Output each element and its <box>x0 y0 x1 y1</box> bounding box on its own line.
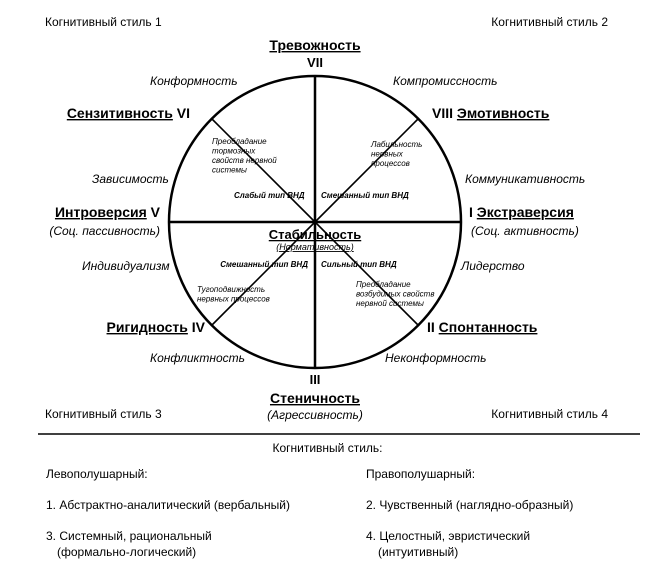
legend-item-4-line1: 4. Целостный, эвристический <box>366 529 531 543</box>
trait-conflict: Конфликтность <box>150 351 245 365</box>
legend-right-heading: Правополушарный: <box>366 467 476 481</box>
axis-top-number: VII <box>307 55 323 70</box>
personality-circle-diagram: Когнитивный стиль 1 Когнитивный стиль 2 … <box>38 15 640 435</box>
trait-conformity: Конформность <box>150 74 238 88</box>
center-subtitle: (Нормативность) <box>276 242 353 252</box>
cognitive-style-4-label: Когнитивный стиль 4 <box>491 407 608 421</box>
axis-left-subtitle: (Соц. пассивность) <box>49 224 160 238</box>
axis-lower-right-name: II Спонтанность <box>427 319 538 335</box>
axis-upper-right-name: VIII Эмотивность <box>432 105 550 121</box>
axis-right-name: I Экстраверсия <box>469 204 574 220</box>
legend-item-3-line2: (формально-логический) <box>57 545 197 559</box>
legend-title: Когнитивный стиль: <box>272 441 383 455</box>
diagonal-lower-right <box>314 221 419 326</box>
axis-bottom-name: Стеничность <box>270 390 360 406</box>
trait-dependence: Зависимость <box>92 172 169 186</box>
axis-bottom-subtitle: (Агрессивность) <box>267 408 363 422</box>
inner-type-upper-right: Смешанный тип ВНД <box>321 191 409 200</box>
inner-desc-lower-left: Тугоподвижность нервных процессов <box>197 285 270 304</box>
cognitive-style-3-label: Когнитивный стиль 3 <box>45 407 162 421</box>
axis-top-name: Тревожность <box>269 37 361 53</box>
inner-desc-upper-left: Преобладание тормозных свойств нервной с… <box>212 137 279 175</box>
inner-desc-lower-right: Преобладание возбудимых свойств нервной … <box>356 280 437 308</box>
axis-left-name: Интроверсия V <box>55 204 161 220</box>
inner-type-lower-left: Смешанный тип ВНД <box>220 260 308 269</box>
axis-right-subtitle: (Соц. активность) <box>471 224 579 238</box>
legend-left-heading: Левополушарный: <box>46 467 148 481</box>
trait-nonconformity: Неконформность <box>385 351 486 365</box>
center-name: Стабильность <box>269 227 361 242</box>
trait-leadership: Лидерство <box>460 259 525 273</box>
cognitive-style-2-label: Когнитивный стиль 2 <box>491 15 608 29</box>
legend-item-3-line1: 3. Системный, рациональный <box>46 529 212 543</box>
cognitive-style-1-label: Когнитивный стиль 1 <box>45 15 162 29</box>
legend-item-4-line2: (интуитивный) <box>378 545 459 559</box>
diagonal-upper-right <box>314 118 419 223</box>
trait-compromise: Компромиссность <box>393 74 497 88</box>
inner-type-upper-left: Слабый тип ВНД <box>234 191 305 200</box>
inner-type-lower-right: Сильный тип ВНД <box>321 260 397 269</box>
trait-communicativeness: Коммуникативность <box>465 172 585 186</box>
diagonal-lower-left <box>211 221 316 326</box>
axis-upper-left-name: Сензитивность VI <box>67 105 190 121</box>
trait-individualism: Индивидуализм <box>82 259 170 273</box>
inner-desc-upper-right: Лабильность нервных процессов <box>370 140 425 168</box>
legend-item-1: 1. Абстрактно-аналитический (вербальный) <box>46 498 290 512</box>
diagonal-upper-left <box>211 118 316 223</box>
legend-item-2: 2. Чувственный (наглядно-образный) <box>366 498 574 512</box>
axis-lower-left-name: Ригидность IV <box>107 319 206 335</box>
axis-bottom-number: III <box>310 372 321 387</box>
